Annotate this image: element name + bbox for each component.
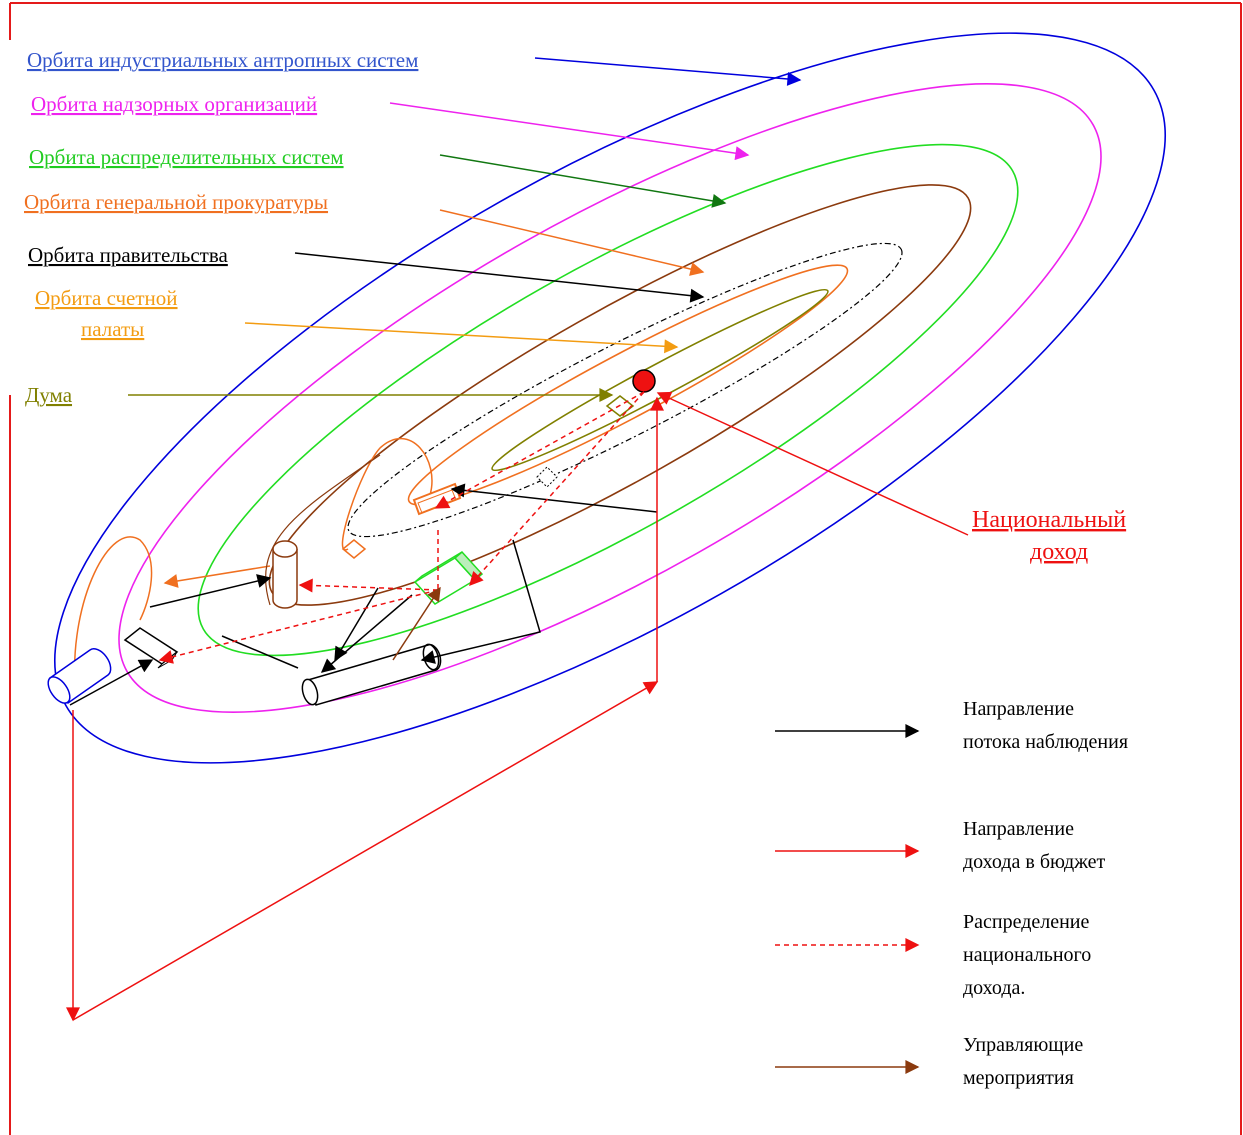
orange-loops <box>73 437 433 686</box>
legend-item-observation: Направление потока наблюдения <box>775 698 1128 753</box>
national-income-line2: доход <box>1030 539 1088 565</box>
supervisory-box <box>123 627 179 669</box>
orbits <box>54 32 1166 764</box>
legend-item-budget-income: Направление дохода в бюджет <box>775 818 1106 873</box>
label-prosecutor: Орбита генеральной прокуратуры <box>24 190 328 214</box>
industrial-cylinder <box>301 643 442 706</box>
legend-budget-line1: Направление <box>963 818 1074 840</box>
central-nodes <box>341 369 656 559</box>
orbit-supervisory <box>118 83 1102 713</box>
orbit-government <box>347 242 903 538</box>
legend-distribution-line3: дохода. <box>963 977 1025 999</box>
orbit-audit <box>407 264 849 506</box>
label-government: Орбита правительства <box>28 243 228 267</box>
prosecutor-cylinder <box>272 540 298 609</box>
government-diamond <box>536 466 558 488</box>
legend-distribution-line1: Распределение <box>963 911 1090 933</box>
orbit-industrial <box>54 32 1166 764</box>
national-income-node <box>632 369 656 393</box>
national-income-line1: Национальный <box>972 507 1126 533</box>
label-audit-line2: палаты <box>81 317 144 341</box>
legend-item-control: Управляющие мероприятия <box>775 1034 1083 1089</box>
label-distribution: Орбита распределительных систем <box>29 145 344 169</box>
label-supervisory: Орбита надзорных организаций <box>31 92 317 116</box>
orbit-prosecutor <box>268 184 972 606</box>
distribution-flows <box>158 391 645 664</box>
orbit-labels: Орбита индустриальных антропных систем О… <box>24 48 418 407</box>
observation-flows <box>69 483 658 706</box>
legend-item-distribution: Распределение национального дохода. <box>775 911 1091 999</box>
legend-observation-line1: Направление <box>963 698 1074 720</box>
label-industrial: Орбита индустриальных антропных систем <box>27 48 418 72</box>
distribution-box <box>413 550 484 605</box>
legend-budget-line2: дохода в бюджет <box>963 851 1106 873</box>
legend-control-line1: Управляющие <box>963 1034 1083 1056</box>
industrial-unit-cylinder <box>47 648 112 705</box>
orbit-pointers <box>128 57 969 536</box>
legend-distribution-line2: национального <box>963 944 1091 966</box>
page-frame <box>9 2 1242 1135</box>
income-flows <box>66 396 664 1022</box>
label-duma: Дума <box>25 383 73 407</box>
legend: Направление потока наблюдения Направлени… <box>775 698 1128 1089</box>
orbit-distribution <box>197 143 1019 657</box>
national-income-label: Национальный доход <box>972 507 1126 565</box>
legend-control-line2: мероприятия <box>963 1067 1074 1089</box>
prosecutor-diamond <box>341 539 367 559</box>
orbit-duma <box>491 288 829 472</box>
control-flows <box>392 586 441 661</box>
label-audit-line1: Орбита счетной <box>35 286 178 310</box>
legend-observation-line2: потока наблюдения <box>963 731 1128 753</box>
